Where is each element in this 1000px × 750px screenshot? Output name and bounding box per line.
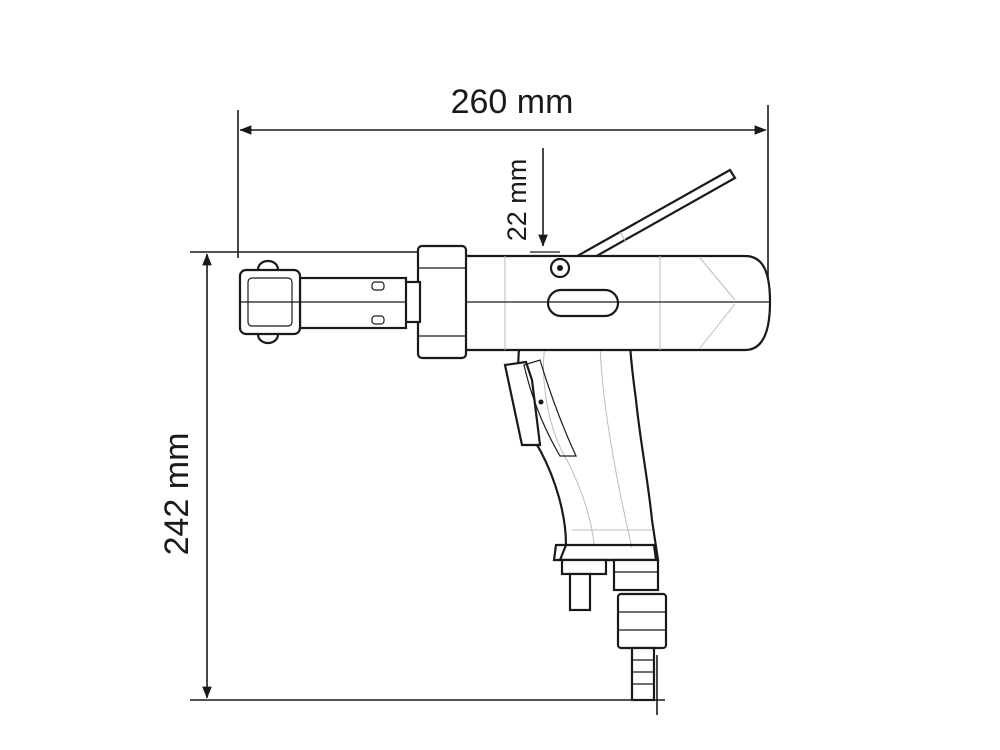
inlet-swivel (612, 558, 660, 592)
hose-barb (630, 646, 656, 702)
pistol-grip (503, 338, 660, 562)
hanger-rod (570, 168, 737, 269)
motor-housing (460, 254, 772, 352)
height-dimension-label: 242 mm (158, 433, 196, 556)
length-dimension: 260 mm (237, 83, 769, 303)
reverse-slot (546, 288, 620, 318)
exhaust-nut (560, 558, 608, 576)
trigger (503, 360, 542, 447)
housing-outline (460, 254, 772, 352)
offset-dimension-label: 22 mm (502, 159, 532, 242)
grip-outline (517, 338, 660, 562)
length-dimension-label: 260 mm (451, 83, 574, 121)
hanger-rod-shape (570, 168, 737, 269)
air-fittings (560, 558, 668, 715)
hanger-pivot (549, 257, 571, 279)
exhaust-stub (568, 572, 592, 612)
collar-neck (403, 280, 422, 324)
quick-coupler (616, 592, 668, 650)
shaft-tube (298, 276, 408, 330)
socket-head (238, 259, 302, 345)
collar-ring (416, 244, 468, 360)
extension-shaft (298, 276, 408, 330)
front-collar (403, 244, 468, 360)
height-dimension: 242 mm (158, 251, 665, 701)
